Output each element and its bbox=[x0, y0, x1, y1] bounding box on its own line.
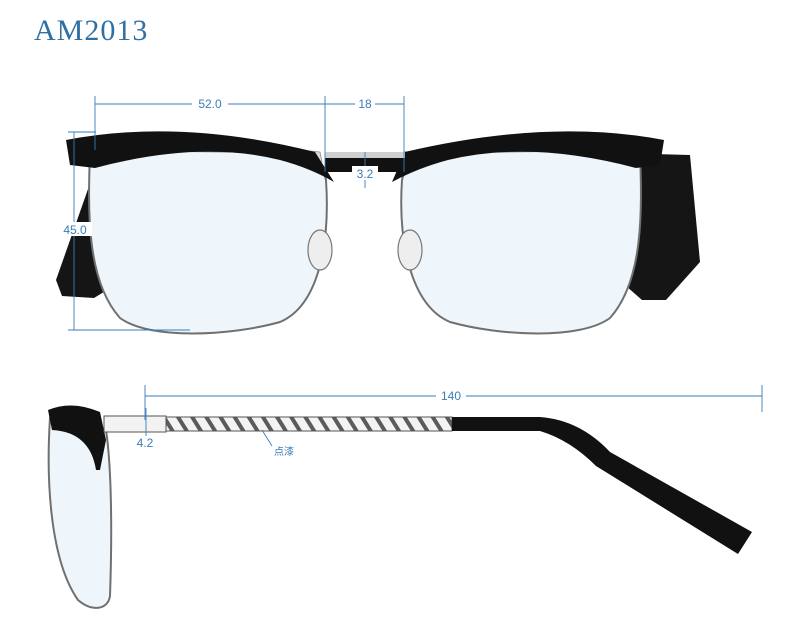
bridge-height-label: 3.2 bbox=[357, 167, 374, 181]
model-title: AM2013 bbox=[34, 14, 149, 47]
front-dimensions: 52.0 18 45.0 3.2 bbox=[58, 96, 405, 331]
end-height-label: 4.2 bbox=[137, 436, 154, 450]
annotation-label: 点漆 bbox=[274, 445, 294, 458]
hinge-block bbox=[103, 415, 167, 433]
twisted-temple-section bbox=[165, 416, 453, 432]
temple-length-label: 140 bbox=[441, 389, 461, 403]
lens-height-label: 45.0 bbox=[63, 223, 87, 237]
left-brow bbox=[66, 131, 334, 182]
right-lens bbox=[400, 148, 642, 335]
side-dimensions: 140 4.2 点漆 bbox=[132, 385, 763, 458]
right-brow bbox=[392, 131, 664, 182]
annotation-leader bbox=[261, 429, 273, 447]
front-view bbox=[56, 131, 700, 335]
bridge-width-label: 18 bbox=[358, 97, 372, 111]
left-lens bbox=[88, 148, 328, 335]
side-brow bbox=[48, 405, 106, 470]
temple-end bbox=[452, 417, 752, 554]
lens-width-label: 52.0 bbox=[198, 97, 222, 111]
left-nose-pad bbox=[307, 229, 333, 271]
side-view bbox=[47, 405, 752, 609]
right-nose-pad bbox=[397, 229, 423, 271]
